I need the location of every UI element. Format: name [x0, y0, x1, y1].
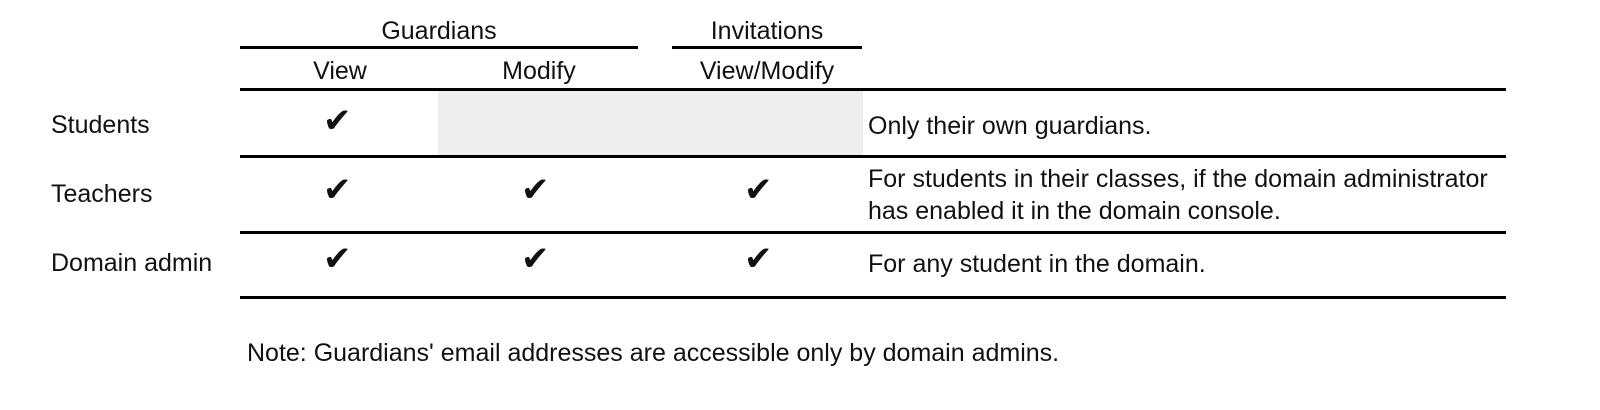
row-label-domain-admin: Domain admin — [51, 249, 213, 277]
group-header-invitations: Invitations — [710, 17, 824, 45]
row-label-teachers: Teachers — [51, 180, 153, 208]
rule-teachers-domain-admin — [240, 231, 1506, 234]
check-icon-domain-admin-invitations-view-modify: ✔ — [744, 239, 773, 279]
group-header-guardians: Guardians — [381, 17, 497, 45]
column-header-view: View — [313, 57, 367, 85]
check-icon-teachers-guardians-modify: ✔ — [521, 170, 550, 210]
rule-under-invitations-group — [672, 46, 862, 49]
rule-table-bottom — [240, 296, 1506, 299]
description-teachers: For students in their classes, if the do… — [868, 165, 1488, 225]
check-icon-teachers-invitations-view-modify: ✔ — [744, 170, 773, 210]
column-header-modify: Modify — [502, 57, 576, 85]
check-icon-teachers-guardians-view: ✔ — [323, 170, 352, 210]
row-label-students: Students — [51, 111, 150, 139]
check-icon-students-guardians-view: ✔ — [323, 101, 352, 141]
cell-students-not-applicable — [438, 91, 863, 155]
description-students: Only their own guardians. — [868, 112, 1152, 140]
table-footnote: Note: Guardians' email addresses are acc… — [247, 339, 1060, 367]
column-header-view-modify: View/Modify — [699, 57, 835, 85]
rule-students-teachers — [240, 155, 1506, 158]
description-domain-admin: For any student in the domain. — [868, 250, 1206, 278]
rule-header-body — [240, 88, 1506, 91]
rule-under-guardians-group — [240, 46, 638, 49]
check-icon-domain-admin-guardians-view: ✔ — [323, 239, 352, 279]
check-icon-domain-admin-guardians-modify: ✔ — [521, 239, 550, 279]
